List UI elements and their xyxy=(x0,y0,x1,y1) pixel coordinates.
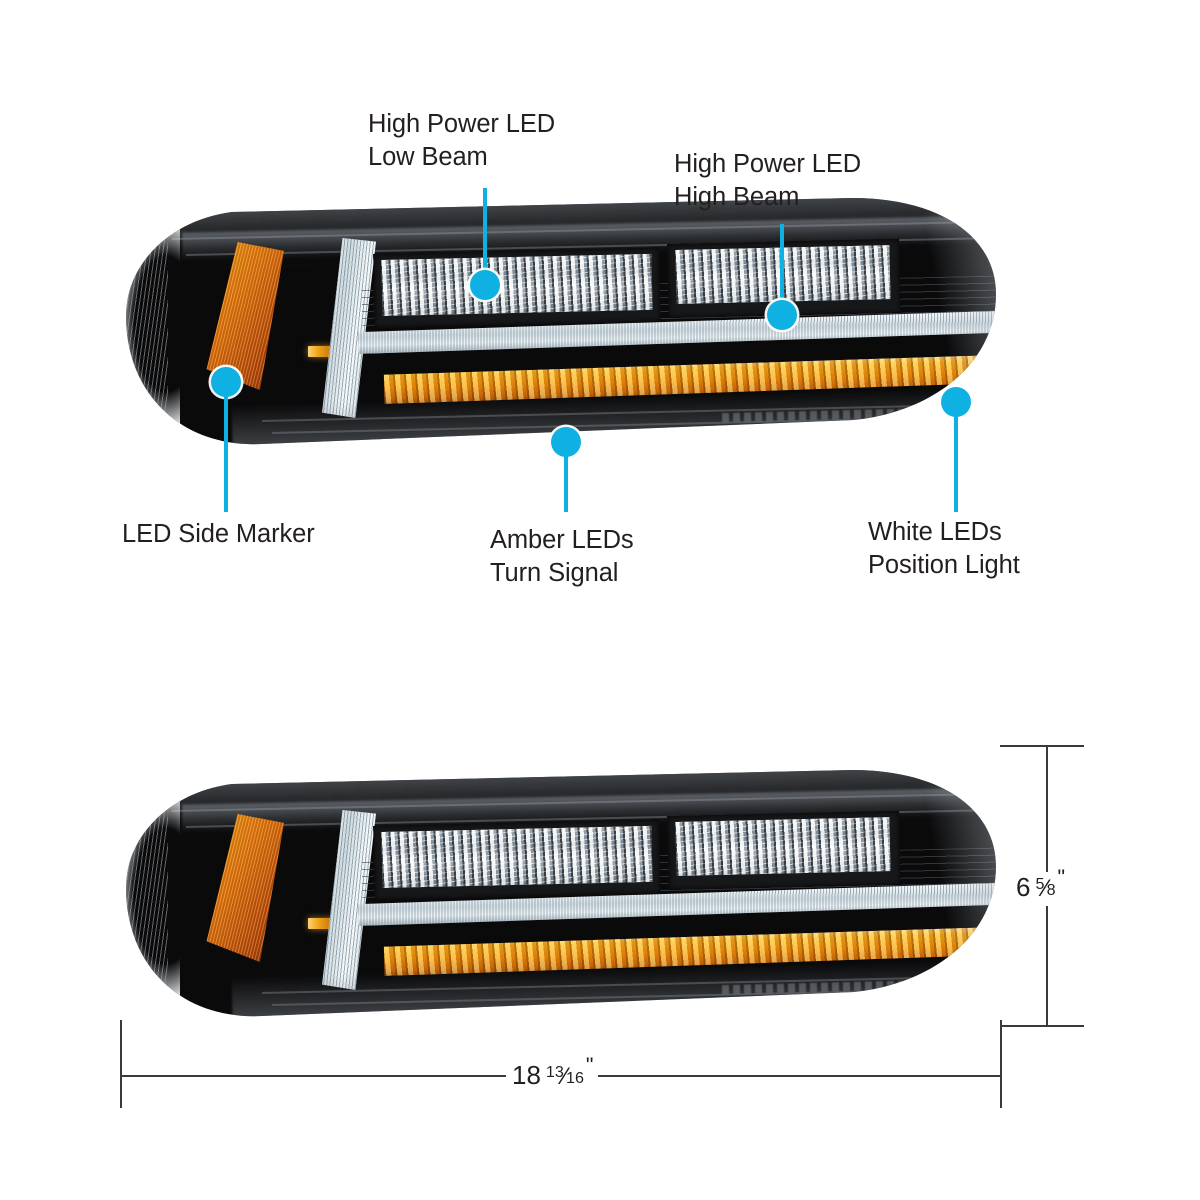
height-numerator: 5 xyxy=(1035,875,1045,894)
callout-dot-high-beam xyxy=(767,300,797,330)
callout-leader-turn-signal xyxy=(564,456,568,512)
width-unit: " xyxy=(585,1053,594,1078)
width-numerator: 13 xyxy=(545,1063,564,1082)
side-marker-led-chip xyxy=(308,918,334,929)
height-fraction: 5 ⁄ 8 xyxy=(1035,872,1056,902)
width-dimension-text: 18 13 ⁄ 16 " xyxy=(506,1053,599,1094)
high-beam-lens xyxy=(675,817,890,876)
height-extension-line-top xyxy=(1000,745,1084,747)
callout-leader-position-light xyxy=(954,416,958,512)
headlight-housing xyxy=(112,770,1010,1026)
headlight-annotated xyxy=(112,198,1010,454)
housing-edge-highlight xyxy=(888,784,1008,996)
callout-dot-side-marker xyxy=(211,367,241,397)
lens-outer-rim-ribs xyxy=(112,208,168,440)
height-unit: " xyxy=(1057,865,1066,890)
callout-label-turn-signal: Amber LEDs Turn Signal xyxy=(490,526,634,588)
fraction-slash-icon: ⁄ xyxy=(562,1062,567,1090)
housing-marking-code xyxy=(1008,976,1010,991)
callout-label-low-beam: High Power LED Low Beam xyxy=(368,110,556,172)
width-extension-line-right xyxy=(1000,1020,1002,1108)
low-beam-lens xyxy=(381,826,652,888)
headlight-dimensioned xyxy=(112,770,1010,1026)
housing-marking-code xyxy=(1008,404,1010,419)
callout-label-side-marker: LED Side Marker xyxy=(122,520,315,548)
height-dimension-text: 6 5 ⁄ 8 " xyxy=(1010,865,1071,906)
callout-dot-position-light xyxy=(941,387,971,417)
callout-leader-high-beam xyxy=(780,224,784,316)
width-whole: 18 xyxy=(512,1060,541,1090)
side-marker-led-chip xyxy=(308,346,334,357)
fraction-slash-icon: ⁄ xyxy=(1043,874,1048,902)
callout-leader-low-beam xyxy=(483,188,487,284)
width-fraction: 13 ⁄ 16 xyxy=(545,1060,584,1090)
height-denominator: 8 xyxy=(1046,881,1056,900)
callout-leader-side-marker xyxy=(224,396,228,512)
lens-outer-rim-ribs xyxy=(112,780,168,1012)
callout-label-position-light: White LEDs Position Light xyxy=(868,518,1020,580)
callout-dot-turn-signal xyxy=(551,427,581,457)
headlight-housing xyxy=(112,198,1010,454)
height-extension-line-bottom xyxy=(1000,1025,1084,1027)
width-extension-line-left xyxy=(120,1020,122,1108)
height-whole: 6 xyxy=(1016,872,1031,902)
width-denominator: 16 xyxy=(565,1069,584,1088)
callout-dot-low-beam xyxy=(470,270,500,300)
low-beam-lens xyxy=(381,254,652,316)
callout-label-high-beam: High Power LED High Beam xyxy=(674,150,862,212)
